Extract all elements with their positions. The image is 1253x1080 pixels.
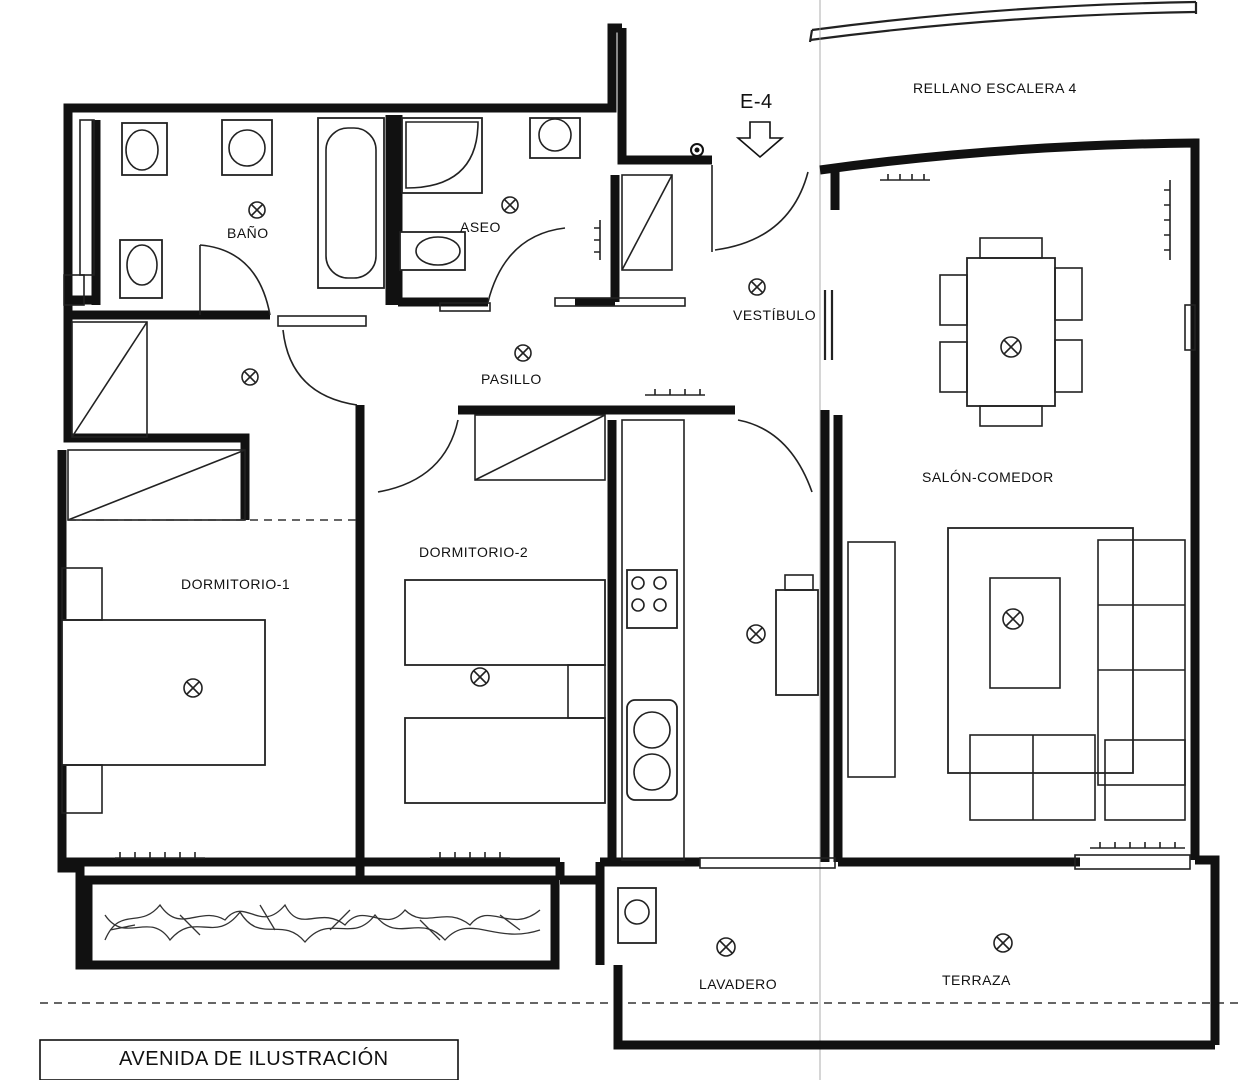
label-pasillo: PASILLO	[481, 371, 542, 387]
label-aseo: ASEO	[460, 219, 501, 235]
property-lines	[40, 0, 1240, 1080]
ceiling-light-icon	[716, 937, 736, 957]
doors	[199, 165, 813, 493]
label-vestibulo: VESTÍBULO	[733, 307, 816, 323]
kitchen-fixtures	[621, 419, 685, 861]
ceiling-light-icon	[248, 201, 266, 219]
ceiling-light-icon	[746, 624, 766, 644]
exterior-walls	[57, 23, 1220, 1050]
planter-vegetation	[104, 903, 541, 944]
electrical-outlets	[115, 174, 1185, 859]
label-terraza: TERRAZA	[942, 972, 1011, 988]
closets	[67, 174, 673, 521]
interior-walls	[68, 115, 1080, 965]
ceiling-light-icon	[514, 344, 532, 362]
ceiling-light-icon	[470, 667, 490, 687]
windows	[63, 274, 1196, 870]
washing-machine	[617, 887, 657, 944]
ceiling-lights	[183, 196, 1024, 957]
ceiling-light-icon	[748, 278, 766, 296]
label-entrance: E-4	[740, 91, 773, 113]
entrance-arrow-icon	[690, 121, 785, 159]
label-dormitorio-2: DORMITORIO-2	[419, 544, 528, 560]
ceiling-light-icon	[183, 678, 203, 698]
label-street: AVENIDA DE ILUSTRACIÓN	[119, 1047, 389, 1070]
label-dormitorio-1: DORMITORIO-1	[181, 576, 290, 592]
ceiling-light-icon	[241, 368, 259, 386]
living-furniture	[775, 237, 1186, 821]
ceiling-light-icon	[1000, 336, 1022, 358]
label-lavadero: LAVADERO	[699, 976, 777, 992]
bathroom-fixtures	[79, 117, 581, 299]
ceiling-light-icon	[501, 196, 519, 214]
street-label-box: AVENIDA DE ILUSTRACIÓN	[39, 1039, 459, 1080]
room-labels: BAÑO ASEO PASILLO VESTÍBULO SALÓN-COMEDO…	[181, 80, 1077, 992]
ceiling-light-icon	[993, 933, 1013, 953]
label-landing: RELLANO ESCALERA 4	[913, 80, 1077, 96]
label-bano: BAÑO	[227, 225, 269, 241]
bedroom-furniture	[61, 567, 606, 814]
label-salon-comedor: SALÓN-COMEDOR	[922, 469, 1054, 485]
landing-wall	[808, 0, 1198, 43]
ceiling-light-icon	[1002, 608, 1024, 630]
